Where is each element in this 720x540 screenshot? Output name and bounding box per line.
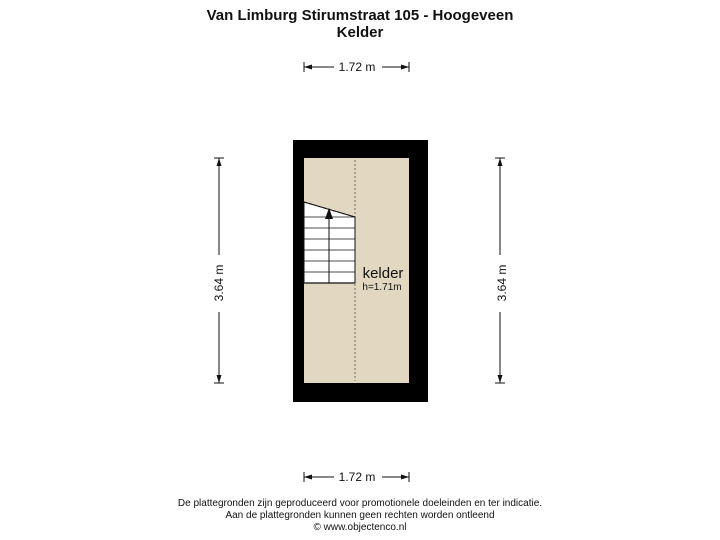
room-name: kelder — [363, 265, 404, 282]
plan-title: Van Limburg Stirumstraat 105 - Hoogeveen — [206, 7, 514, 24]
copyright: © www.objectenco.nl — [313, 522, 407, 533]
dimension-left: 3.64 m — [212, 157, 226, 384]
dimension-right: 3.64 m — [495, 157, 509, 384]
dimension-top-label: 1.72 m — [339, 60, 376, 74]
dimension-bottom-label: 1.72 m — [339, 470, 376, 484]
dimension-top: 1.72 m — [303, 60, 410, 74]
disclaimer-line-2: Aan de plattegronden kunnen geen rechten… — [225, 510, 495, 521]
floor-title: Kelder — [336, 24, 384, 41]
dimension-bottom: 1.72 m — [303, 470, 410, 484]
disclaimer-line-1: De plattegronden zijn geproduceerd voor … — [177, 498, 543, 509]
dimension-right-label: 3.64 m — [495, 265, 509, 302]
room-height: h=1.71m — [362, 282, 401, 293]
staircase — [303, 201, 356, 284]
dimension-left-label: 3.64 m — [212, 265, 226, 302]
stair-arrow-icon — [325, 208, 333, 219]
